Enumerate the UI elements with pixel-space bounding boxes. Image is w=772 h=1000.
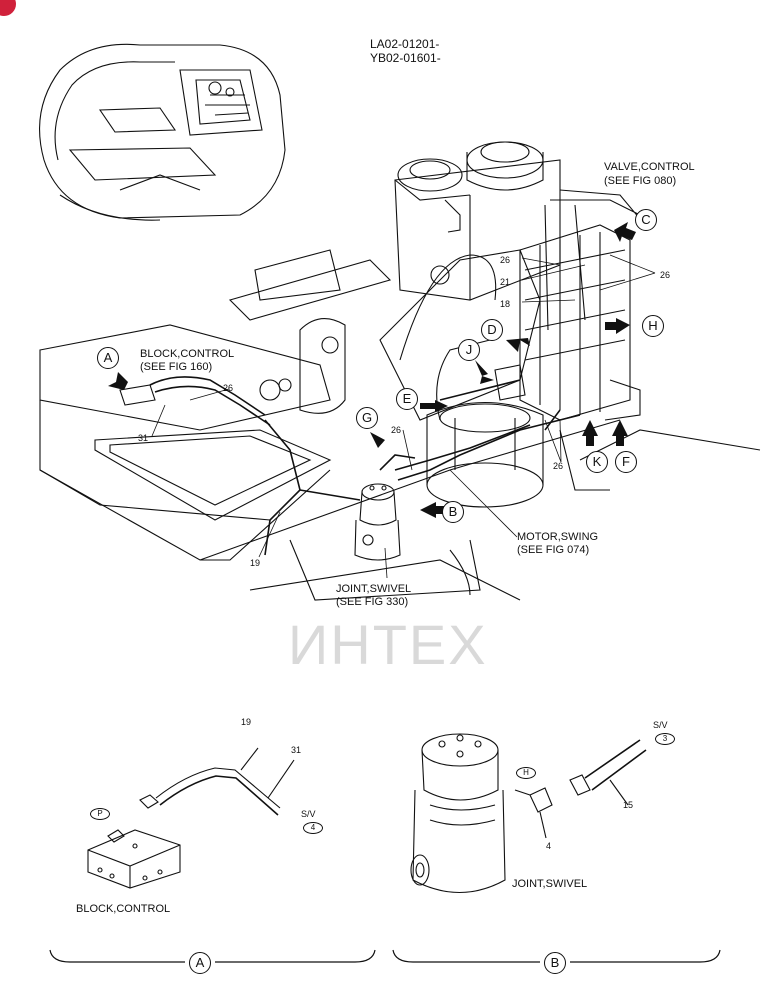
callout-f[interactable]: F <box>615 451 637 473</box>
detail-b-port-h: H <box>516 767 536 779</box>
control-valve-bank <box>519 189 646 421</box>
fitting-j <box>494 364 526 401</box>
label-block-control: BLOCK,CONTROL <box>140 348 235 360</box>
part-number-26-bottom: 26 <box>553 461 564 471</box>
detail-a-part-19: 19 <box>241 717 252 727</box>
hose-routing <box>149 376 581 556</box>
serial-number-2: YB02-01601- <box>370 51 441 65</box>
part-number-18: 18 <box>500 299 511 309</box>
leader-lines <box>151 254 656 579</box>
swing-motor <box>426 339 544 508</box>
label-block-control-ref: (SEE FIG 160) <box>140 361 213 373</box>
hydraulic-tank <box>394 141 561 301</box>
machine-overview-inset <box>39 43 286 221</box>
detail-a-sv-label: S/V <box>301 809 316 819</box>
callout-k[interactable]: K <box>586 451 608 473</box>
watermark: ИНТЕХ <box>288 613 488 676</box>
control-block-main <box>119 384 156 406</box>
detail-a-part-31: 31 <box>291 745 302 755</box>
part-number-19: 19 <box>250 558 261 568</box>
part-number-26-right: 26 <box>660 270 671 280</box>
label-block-control-detail: BLOCK,CONTROL <box>76 903 171 915</box>
section-brackets <box>49 949 721 963</box>
detail-b-sv-number: 3 <box>655 733 675 745</box>
label-joint-swivel: JOINT,SWIVEL <box>336 583 412 595</box>
part-number-26-center: 26 <box>391 425 402 435</box>
detail-b-sv-label: S/V <box>653 720 668 730</box>
detail-b-drawing <box>410 733 647 893</box>
callout-g[interactable]: G <box>356 407 378 429</box>
part-number-26-top: 26 <box>500 255 511 265</box>
swivel-joint-main <box>354 483 401 561</box>
detail-a-sv-number: 4 <box>303 822 323 834</box>
callout-e[interactable]: E <box>396 388 418 410</box>
corner-badge <box>0 0 16 16</box>
callout-arrows <box>108 222 636 518</box>
callout-a[interactable]: A <box>97 347 119 369</box>
detail-a-port-p: P <box>90 808 110 820</box>
part-number-31: 31 <box>138 433 149 443</box>
detail-b-part-4: 4 <box>546 841 552 851</box>
section-label-a: A <box>189 952 211 974</box>
callout-h[interactable]: H <box>642 315 664 337</box>
detail-a-drawing <box>87 747 295 889</box>
serial-number-1: LA02-01201- <box>370 37 440 51</box>
label-valve-control: VALVE,CONTROL <box>604 161 695 173</box>
callout-c[interactable]: C <box>635 209 657 231</box>
callout-b[interactable]: B <box>442 501 464 523</box>
part-number-21: 21 <box>500 277 511 287</box>
callout-d[interactable]: D <box>481 319 503 341</box>
section-label-b: B <box>544 952 566 974</box>
label-joint-swivel-detail: JOINT,SWIVEL <box>512 878 588 890</box>
detail-b-part-15: 15 <box>623 800 634 810</box>
label-motor-swing-ref: (SEE FIG 074) <box>517 544 590 556</box>
callout-j[interactable]: J <box>458 339 480 361</box>
part-number-26-block: 26 <box>223 383 234 393</box>
label-joint-swivel-ref: (SEE FIG 330) <box>336 596 409 608</box>
label-valve-control-ref: (SEE FIG 080) <box>604 175 677 187</box>
label-motor-swing: MOTOR,SWING <box>517 531 599 543</box>
